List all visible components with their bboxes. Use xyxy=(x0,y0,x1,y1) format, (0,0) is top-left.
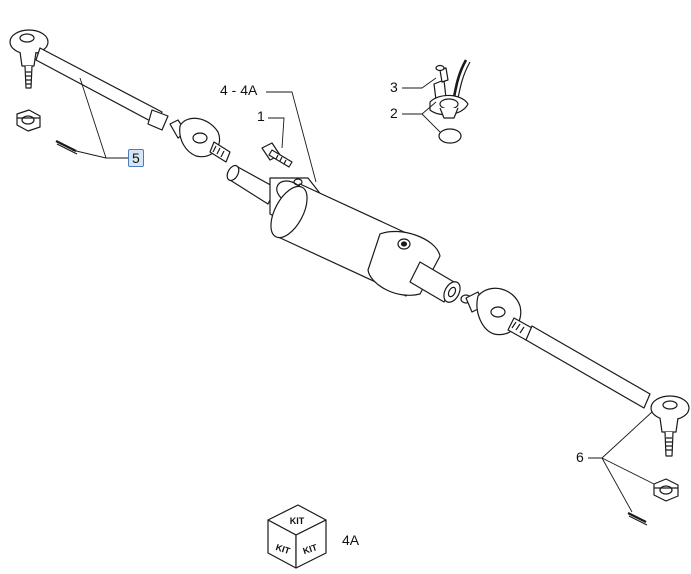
left-tie-rod-tube xyxy=(35,47,169,131)
right-cotter-pin xyxy=(627,512,648,526)
kit-box-icon xyxy=(267,504,327,569)
clamp-bolt xyxy=(261,142,293,168)
right-tie-rod-tube xyxy=(525,325,651,409)
callout-1[interactable]: 1 xyxy=(257,108,265,124)
left-castle-nut xyxy=(16,109,41,132)
kit-right-text: KIT xyxy=(302,542,319,556)
right-tie-rod-end xyxy=(650,395,690,457)
right-castle-nut xyxy=(653,478,679,502)
kit-caption: 4A xyxy=(342,532,360,548)
power-steering-cylinder xyxy=(226,164,472,304)
callout-2[interactable]: 2 xyxy=(390,105,398,121)
left-adjusting-joint xyxy=(169,117,231,163)
kit-left-text: KIT xyxy=(274,542,291,556)
callout-4-4a[interactable]: 4 - 4A xyxy=(220,82,258,98)
kit-top-text: KIT xyxy=(290,516,305,526)
callout-3[interactable]: 3 xyxy=(390,79,398,95)
valve-assembly xyxy=(429,59,471,144)
right-adjusting-joint xyxy=(465,287,533,341)
callout-5[interactable]: 5 xyxy=(128,149,144,167)
left-cotter-pin xyxy=(55,140,78,155)
leader-lines xyxy=(71,77,655,513)
callout-6[interactable]: 6 xyxy=(576,449,584,465)
left-tie-rod-end xyxy=(9,29,49,89)
